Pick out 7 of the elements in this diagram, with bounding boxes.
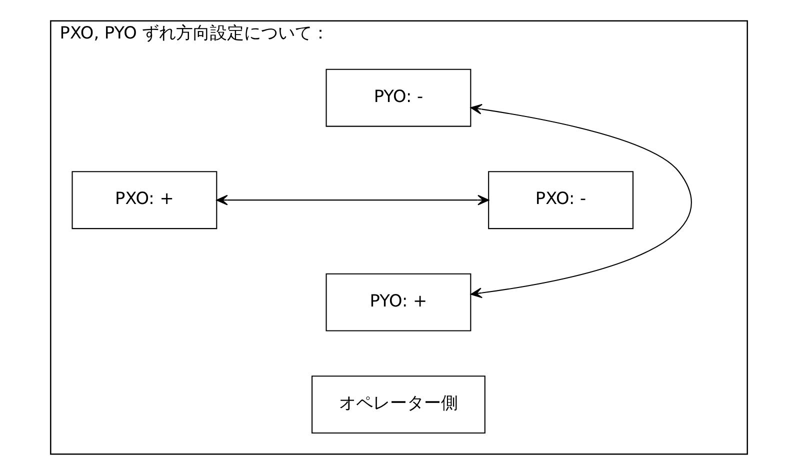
arrow: [216, 194, 489, 206]
node-box: PXO: -: [488, 171, 634, 230]
node-box: PYO: +: [325, 273, 471, 332]
node-box: PXO: +: [71, 171, 217, 230]
node-box: オペレーター側: [311, 376, 485, 434]
node-box: PYO: -: [325, 68, 471, 127]
arrow: [470, 104, 692, 298]
